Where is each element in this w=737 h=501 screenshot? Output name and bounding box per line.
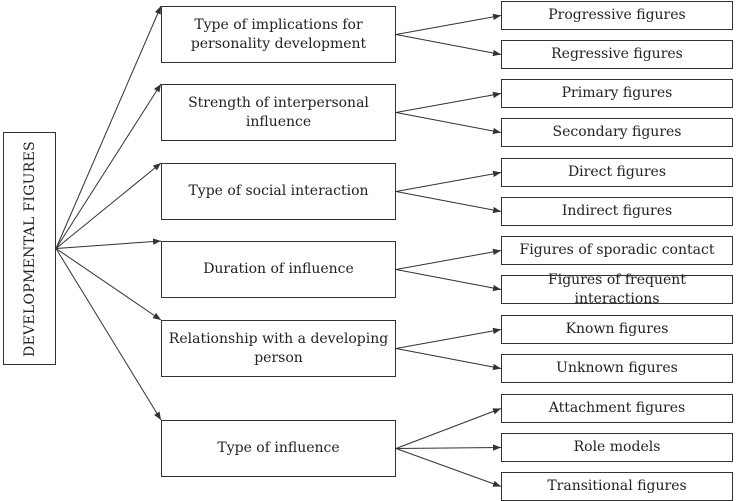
leaf-label: Primary figures (561, 85, 673, 101)
leaf-node-progressive: Progressive figures (501, 1, 733, 30)
leaf-node-primary: Primary figures (501, 79, 733, 108)
category-to-leaf-arrow (395, 327, 502, 349)
category-label: Duration of influence (203, 261, 354, 277)
leaf-label: Transitional figures (547, 478, 687, 494)
leaf-label: Figures of sporadic contact (519, 242, 715, 258)
category-label: Type of social interaction (188, 183, 369, 199)
leaf-node-regressive: Regressive figures (501, 40, 733, 69)
category-to-leaf-arrow (395, 13, 502, 35)
category-node-type-of-influence: Type of influence (161, 420, 396, 477)
leaf-label: Known figures (565, 321, 669, 337)
category-node-implications: Type of implications for personality dev… (161, 6, 396, 63)
category-to-leaf-arrow (395, 408, 502, 449)
leaf-label: Role models (573, 439, 661, 455)
category-node-social-interaction: Type of social interaction (161, 163, 396, 220)
leaf-node-secondary: Secondary figures (501, 118, 733, 147)
category-to-leaf-arrow (395, 448, 502, 487)
root-to-category-arrow (55, 162, 162, 249)
category-to-leaf-arrow (395, 34, 502, 57)
category-to-leaf-arrow (395, 170, 502, 192)
leaf-node-unknown: Unknown figures (501, 354, 733, 383)
category-to-leaf-arrow (395, 269, 502, 292)
category-to-leaf-arrow (395, 248, 502, 270)
category-to-leaf-arrow (395, 91, 502, 113)
root-node-label: DEVELOPMENTAL FIGURES (21, 140, 38, 357)
leaf-node-transitional: Transitional figures (501, 472, 733, 501)
leaf-label: Direct figures (567, 164, 667, 180)
category-node-relationship: Relationship with a developing person (161, 320, 396, 377)
root-to-category-arrow (55, 238, 162, 249)
leaf-label: Unknown figures (556, 360, 678, 376)
leaf-node-attachment: Attachment figures (501, 394, 733, 423)
leaf-label: Progressive figures (548, 7, 686, 23)
root-to-category-arrow (55, 248, 162, 421)
leaf-label: Regressive figures (551, 46, 683, 62)
root-to-category-arrow (55, 248, 162, 321)
leaf-node-sporadic: Figures of sporadic contact (501, 236, 733, 265)
root-node: DEVELOPMENTAL FIGURES (3, 132, 56, 365)
leaf-label: Attachment figures (548, 400, 686, 416)
category-node-strength: Strength of interpersonal influence (161, 84, 396, 141)
leaf-node-role-models: Role models (501, 433, 733, 462)
category-label: Relationship with a developing person (168, 330, 389, 366)
leaf-node-direct: Direct figures (501, 158, 733, 187)
root-to-category-arrow (55, 83, 162, 249)
leaf-label: Secondary figures (552, 124, 682, 140)
leaf-label: Indirect figures (561, 203, 673, 219)
category-to-leaf-arrow (395, 112, 502, 135)
root-to-category-arrow (55, 5, 162, 249)
category-to-leaf-arrow (395, 444, 502, 451)
category-node-duration: Duration of influence (161, 241, 396, 298)
category-to-leaf-arrow (395, 348, 502, 371)
leaf-node-known: Known figures (501, 315, 733, 344)
category-label: Type of influence (217, 440, 340, 456)
category-label: Type of implications for personality dev… (190, 16, 367, 52)
leaf-node-frequent: Figures of frequent interactions (501, 272, 733, 307)
leaf-node-indirect: Indirect figures (501, 197, 733, 226)
category-label: Strength of interpersonal influence (188, 94, 369, 130)
category-to-leaf-arrow (395, 191, 502, 214)
leaf-label: Figures of frequent interactions (548, 271, 686, 307)
